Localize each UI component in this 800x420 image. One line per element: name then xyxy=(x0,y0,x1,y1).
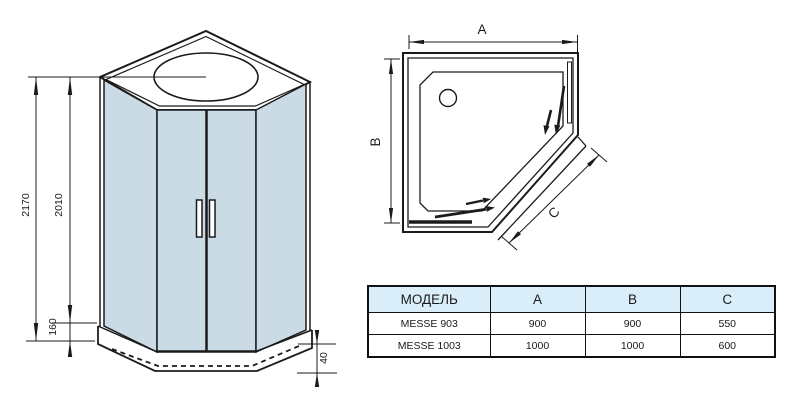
slide-arrow-right-2-head xyxy=(543,125,550,135)
arrowhead xyxy=(388,59,394,74)
door-handle-right xyxy=(208,199,216,238)
arrowhead xyxy=(67,341,73,357)
cell-dim-a: 1000 xyxy=(489,334,586,358)
plan-tray-outline xyxy=(419,71,564,212)
arrowhead xyxy=(314,330,320,344)
header-cell-model: МОДЕЛЬ xyxy=(367,285,491,313)
arrowhead xyxy=(33,323,39,341)
slide-arrow-right-1-head xyxy=(554,124,561,135)
table-row: MESSE 1003 1000 1000 600 xyxy=(367,334,776,358)
plan-wall-inner xyxy=(407,57,574,228)
tray-outline xyxy=(97,326,313,372)
front-view-drawing: 2170 2010 160 40 xyxy=(20,29,337,387)
roof-inner-line xyxy=(104,35,306,107)
front-tray-edge-label: 40 xyxy=(318,352,330,364)
header-cell-b: B xyxy=(584,285,681,313)
arrowhead xyxy=(67,305,73,323)
plan-depth-label: B xyxy=(368,137,383,146)
plan-view-drawing: A B C xyxy=(368,22,608,251)
cell-dim-c: 550 xyxy=(679,312,776,335)
glass-panel-right xyxy=(255,82,307,354)
arrowhead xyxy=(587,155,599,167)
table-row: MESSE 903 900 900 550 xyxy=(367,312,776,335)
plan-wall-outer xyxy=(402,52,579,233)
arrowhead xyxy=(509,231,521,243)
cell-dim-a: 900 xyxy=(489,312,586,335)
slide-arrow-bottom-1-head xyxy=(482,197,491,204)
dim-line-c xyxy=(508,154,600,244)
cell-model-name: MESSE 903 xyxy=(367,312,491,335)
slide-arrow-right-2 xyxy=(545,109,553,127)
model-spec-table: МОДЕЛЬ A B C MESSE 903 900 900 550 MESSE… xyxy=(367,285,776,358)
front-tray-height-label: 160 xyxy=(47,318,59,336)
header-cell-c: C xyxy=(679,285,776,313)
arrowhead xyxy=(562,39,577,45)
plan-door-width-label: C xyxy=(545,204,563,222)
front-door-height-label: 2010 xyxy=(53,193,65,217)
door-handle-left xyxy=(195,199,203,238)
arrowhead xyxy=(33,77,39,95)
slide-arrow-bottom-1 xyxy=(465,199,484,206)
arrowhead xyxy=(314,373,320,387)
plan-door-open-line xyxy=(497,145,587,241)
arrowhead xyxy=(409,39,424,45)
slide-arrow-right-1 xyxy=(556,85,566,127)
slide-arrow-bottom-2 xyxy=(434,207,487,219)
plan-door-right-panel xyxy=(567,61,572,124)
plan-door-open-cap xyxy=(577,136,587,147)
tray-rim-line xyxy=(97,325,313,352)
cell-model-name: MESSE 1003 xyxy=(367,334,491,358)
glass-panel-left xyxy=(103,78,158,354)
table-header-row: МОДЕЛЬ A B C xyxy=(367,285,776,313)
front-total-height-label: 2170 xyxy=(20,193,32,217)
arrowhead xyxy=(388,208,394,223)
slide-arrow-bottom-2-head xyxy=(485,206,495,212)
glass-door-left xyxy=(156,109,207,353)
cell-dim-b: 900 xyxy=(584,312,681,335)
cell-dim-b: 1000 xyxy=(584,334,681,358)
header-cell-a: A xyxy=(489,285,586,313)
cell-dim-c: 600 xyxy=(679,334,776,358)
arrowhead xyxy=(67,77,73,95)
plan-width-label: A xyxy=(477,22,486,37)
drain-circle xyxy=(438,88,458,108)
